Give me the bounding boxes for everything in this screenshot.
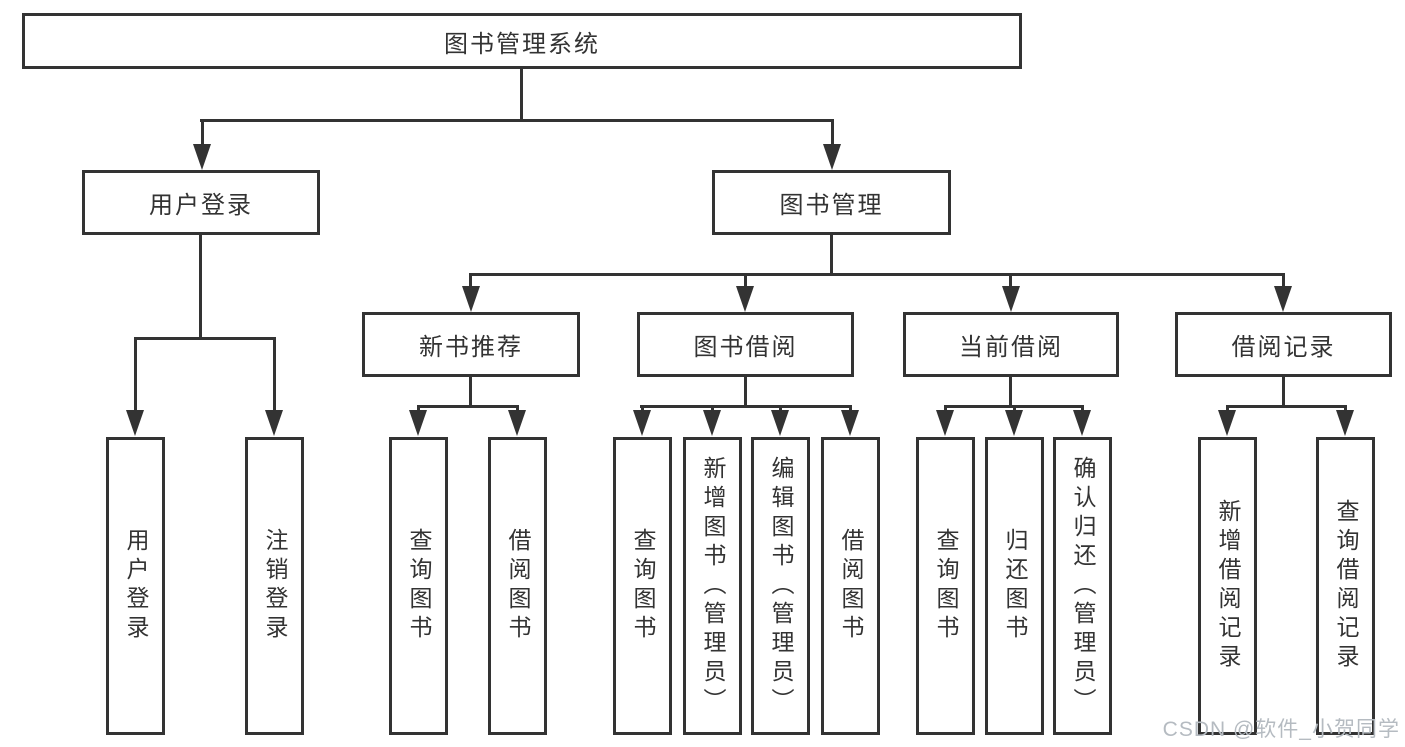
node-new-book-recommendation: 新书推荐 (362, 312, 580, 377)
connector-root-rail (200, 119, 834, 122)
connector-shaft (944, 405, 947, 412)
arrow-down-icon (193, 144, 211, 170)
connector-shaft (469, 273, 472, 288)
node-label: 注销登录 (262, 528, 288, 644)
connector-current-borrow-stem (1009, 377, 1012, 408)
connector-shaft (1226, 405, 1229, 412)
node-label: 新增借阅记录 (1215, 499, 1241, 673)
connector-shaft (1344, 405, 1347, 412)
node-label: 图书管理系统 (444, 30, 600, 58)
connector-user-login-stem (199, 235, 202, 340)
connector-shaft (641, 405, 644, 412)
node-borrowing-records: 借阅记录 (1175, 312, 1392, 377)
node-user-login: 用户登录 (82, 170, 320, 235)
connector-shaft (134, 337, 137, 412)
arrow-down-icon (409, 410, 427, 436)
node-label: 查询图书 (630, 528, 656, 644)
node-label: 新书推荐 (419, 334, 523, 361)
arrow-down-icon (1005, 410, 1023, 436)
connector-new-book-stem (469, 377, 472, 408)
node-label: 新增图书（管理员） (700, 455, 726, 717)
connector-shaft (1282, 273, 1285, 288)
node-book-management: 图书管理 (712, 170, 951, 235)
node-label: 确认归还（管理员） (1070, 455, 1096, 717)
arrow-down-icon (1336, 410, 1354, 436)
connector-book-borrow-rail (640, 405, 851, 408)
arrow-down-icon (823, 144, 841, 170)
leaf-add-borrow-record: 新增借阅记录 (1198, 437, 1257, 735)
arrow-down-icon (265, 410, 283, 436)
leaf-query-books-3: 查询图书 (916, 437, 975, 735)
node-label: 借阅图书 (838, 528, 864, 644)
node-book-borrowing: 图书借阅 (637, 312, 854, 377)
node-label: 归还图书 (1002, 528, 1028, 644)
node-current-borrowing: 当前借阅 (903, 312, 1119, 377)
connector-book-borrow-stem (744, 377, 747, 408)
connector-shaft (417, 405, 420, 412)
arrow-down-icon (736, 286, 754, 312)
leaf-confirm-return-admin: 确认归还（管理员） (1053, 437, 1112, 735)
leaf-query-borrow-record: 查询借阅记录 (1316, 437, 1375, 735)
arrow-down-icon (1002, 286, 1020, 312)
arrow-down-icon (126, 410, 144, 436)
connector-user-login-rail (134, 337, 276, 340)
leaf-return-books: 归还图书 (985, 437, 1044, 735)
arrow-down-icon (462, 286, 480, 312)
watermark: CSDN @软件_小贺同学 (1162, 718, 1400, 741)
leaf-borrow-books-1: 借阅图书 (488, 437, 547, 735)
arrow-down-icon (508, 410, 526, 436)
node-label: 图书借阅 (693, 334, 798, 361)
connector-shaft (779, 405, 782, 412)
node-label: 借阅记录 (1231, 334, 1336, 361)
arrow-down-icon (1073, 410, 1091, 436)
node-label: 查询图书 (933, 528, 959, 644)
node-label: 用户登录 (123, 528, 149, 644)
leaf-user-login: 用户登录 (106, 437, 165, 735)
arrow-down-icon (703, 410, 721, 436)
leaf-logout-login: 注销登录 (245, 437, 304, 735)
leaf-borrow-books-2: 借阅图书 (821, 437, 880, 735)
connector-shaft (1009, 273, 1012, 288)
arrow-down-icon (633, 410, 651, 436)
connector-borrow-record-rail (1226, 405, 1347, 408)
leaf-add-books-admin: 新增图书（管理员） (683, 437, 742, 735)
arrow-down-icon (771, 410, 789, 436)
connector-shaft (1013, 405, 1016, 412)
arrow-down-icon (841, 410, 859, 436)
connector-borrow-record-stem (1282, 377, 1285, 408)
arrow-down-icon (936, 410, 954, 436)
node-label: 借阅图书 (505, 528, 531, 644)
connector-shaft (1081, 405, 1084, 412)
node-label: 当前借阅 (959, 334, 1063, 361)
arrow-down-icon (1218, 410, 1236, 436)
leaf-edit-books-admin: 编辑图书（管理员） (751, 437, 810, 735)
connector-shaft (711, 405, 714, 412)
node-library-system: 图书管理系统 (22, 13, 1022, 69)
connector-shaft (273, 337, 276, 412)
connector-new-book-rail (417, 405, 518, 408)
leaf-query-books-1: 查询图书 (389, 437, 448, 735)
leaf-query-books-2: 查询图书 (613, 437, 672, 735)
connector-shaft (201, 119, 204, 148)
connector-shaft (516, 405, 519, 412)
node-label: 图书管理 (779, 192, 884, 219)
node-label: 查询借阅记录 (1333, 499, 1359, 673)
connector-shaft (849, 405, 852, 412)
connector-book-mgmt-rail (469, 273, 1285, 276)
node-label: 编辑图书（管理员） (768, 455, 794, 717)
node-label: 用户登录 (149, 192, 253, 219)
connector-shaft (831, 119, 834, 148)
connector-shaft (744, 273, 747, 288)
arrow-down-icon (1274, 286, 1292, 312)
connector-book-mgmt-stem (830, 235, 833, 276)
connector-root-stem (520, 69, 523, 119)
node-label: 查询图书 (406, 528, 432, 644)
